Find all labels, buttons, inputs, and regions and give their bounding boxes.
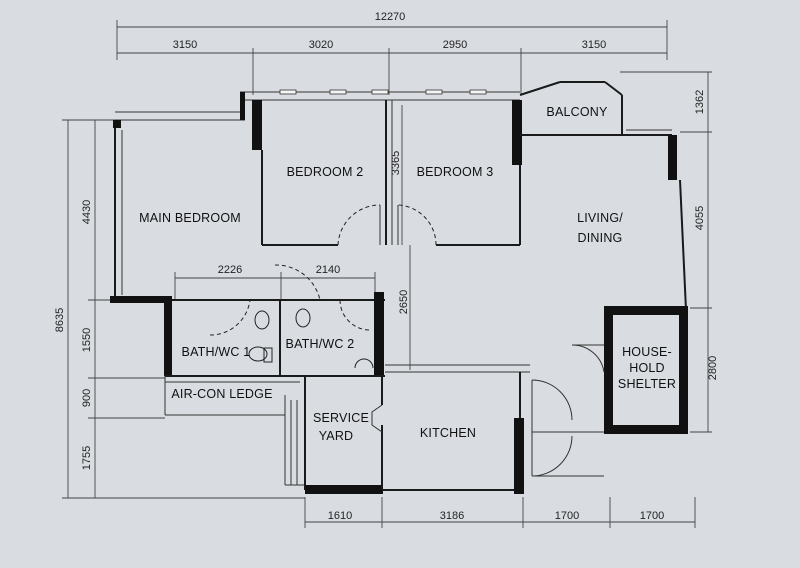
- dim-top-3: 2950: [443, 39, 467, 51]
- room-bath-1: BATH/WC 1: [182, 345, 251, 359]
- dim-left-total: 8635: [54, 308, 66, 332]
- room-service-line1: SERVICE: [313, 411, 369, 425]
- walls: [110, 81, 688, 494]
- room-living-line1: LIVING/: [577, 211, 623, 225]
- room-aircon-ledge: AIR-CON LEDGE: [171, 387, 272, 401]
- room-shelter-line1: HOUSE-: [622, 345, 672, 359]
- dim-left-2: 1550: [81, 328, 93, 352]
- dim-top-2: 3020: [309, 39, 333, 51]
- room-bedroom-2: BEDROOM 2: [287, 165, 364, 179]
- room-shelter-line3: SHELTER: [618, 377, 676, 391]
- dim-right-1: 1362: [694, 90, 706, 114]
- dim-right-2: 4055: [694, 206, 706, 230]
- dim-bottom-2: 3186: [440, 510, 464, 522]
- room-balcony: BALCONY: [546, 105, 608, 119]
- room-living-line2: DINING: [578, 231, 623, 245]
- dim-bottom-1: 1610: [328, 510, 352, 522]
- dim-right-3: 2800: [707, 356, 719, 380]
- dim-left-4: 1755: [81, 446, 93, 470]
- room-service-line2: YARD: [319, 429, 354, 443]
- dim-bath-2: 2140: [316, 264, 340, 276]
- room-bath-2: BATH/WC 2: [286, 337, 355, 351]
- dim-bottom-4: 1700: [640, 510, 664, 522]
- dim-top-4: 3150: [582, 39, 606, 51]
- dimension-lines: [62, 20, 712, 528]
- room-bedroom-3: BEDROOM 3: [417, 165, 494, 179]
- dim-overall-width: 12270: [375, 11, 406, 23]
- dimension-labels: 12270 3150 3020 2950 3150 1610 3186 1700…: [54, 11, 719, 522]
- dim-bath-1: 2226: [218, 264, 242, 276]
- dim-corridor-vertical: 2650: [398, 290, 410, 314]
- room-kitchen: KITCHEN: [420, 426, 476, 440]
- dim-left-3: 900: [81, 389, 93, 407]
- room-main-bedroom: MAIN BEDROOM: [139, 211, 241, 225]
- dim-bedroom3-vertical: 3365: [390, 151, 402, 175]
- dim-bottom-3: 1700: [555, 510, 579, 522]
- dim-left-1: 4430: [81, 200, 93, 224]
- room-labels: MAIN BEDROOM BEDROOM 2 BEDROOM 3 BALCONY…: [139, 105, 676, 443]
- doors-fixtures: [209, 204, 605, 477]
- room-shelter-line2: HOLD: [629, 361, 665, 375]
- dim-top-1: 3150: [173, 39, 197, 51]
